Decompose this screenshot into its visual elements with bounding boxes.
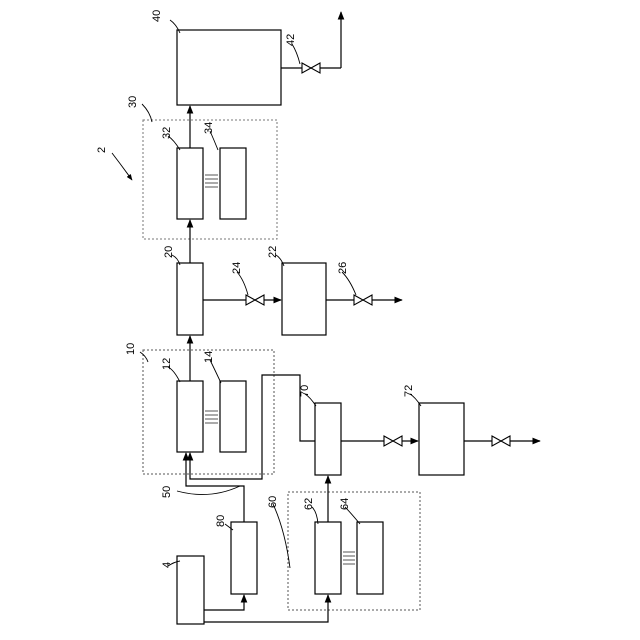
label-62: 62 [303,498,315,510]
block-12 [177,381,203,452]
label-72: 72 [403,385,415,397]
label-34: 34 [203,122,215,134]
label-30: 30 [127,96,139,108]
transfer-mark-32-34 [205,174,218,188]
label-32: 32 [161,127,173,139]
block-32 [177,148,203,219]
block-22 [282,263,326,335]
label-22: 22 [267,246,279,258]
transfer-mark-62-64 [343,551,355,565]
valve-24 [246,295,264,305]
label-26: 26 [337,262,349,274]
label-80: 80 [215,515,227,527]
block-40 [177,30,281,105]
block-62 [315,522,341,594]
label-14: 14 [203,351,215,363]
label-10: 10 [125,343,137,355]
valve-72-outlet [492,436,510,446]
transfer-mark-12-14 [205,410,218,424]
block-70 [315,403,341,475]
valve-42 [302,63,320,73]
label-42: 42 [285,34,297,46]
label-40: 40 [151,10,163,22]
block-72 [419,403,464,475]
block-14 [220,381,246,452]
block-34 [220,148,246,219]
label-system-2: 2 [96,147,108,153]
label-60: 60 [267,496,279,508]
label-70: 70 [299,385,311,397]
label-20: 20 [163,246,175,258]
label-24: 24 [231,262,243,274]
label-12: 12 [161,358,173,370]
block-64 [357,522,383,594]
label-source-4: 4 [161,562,173,568]
valve-26 [354,295,372,305]
block-4 [177,556,204,624]
label-50: 50 [161,486,173,498]
block-20 [177,263,203,335]
block-80 [231,522,257,594]
valve-70-72 [384,436,402,446]
label-64: 64 [339,498,351,510]
